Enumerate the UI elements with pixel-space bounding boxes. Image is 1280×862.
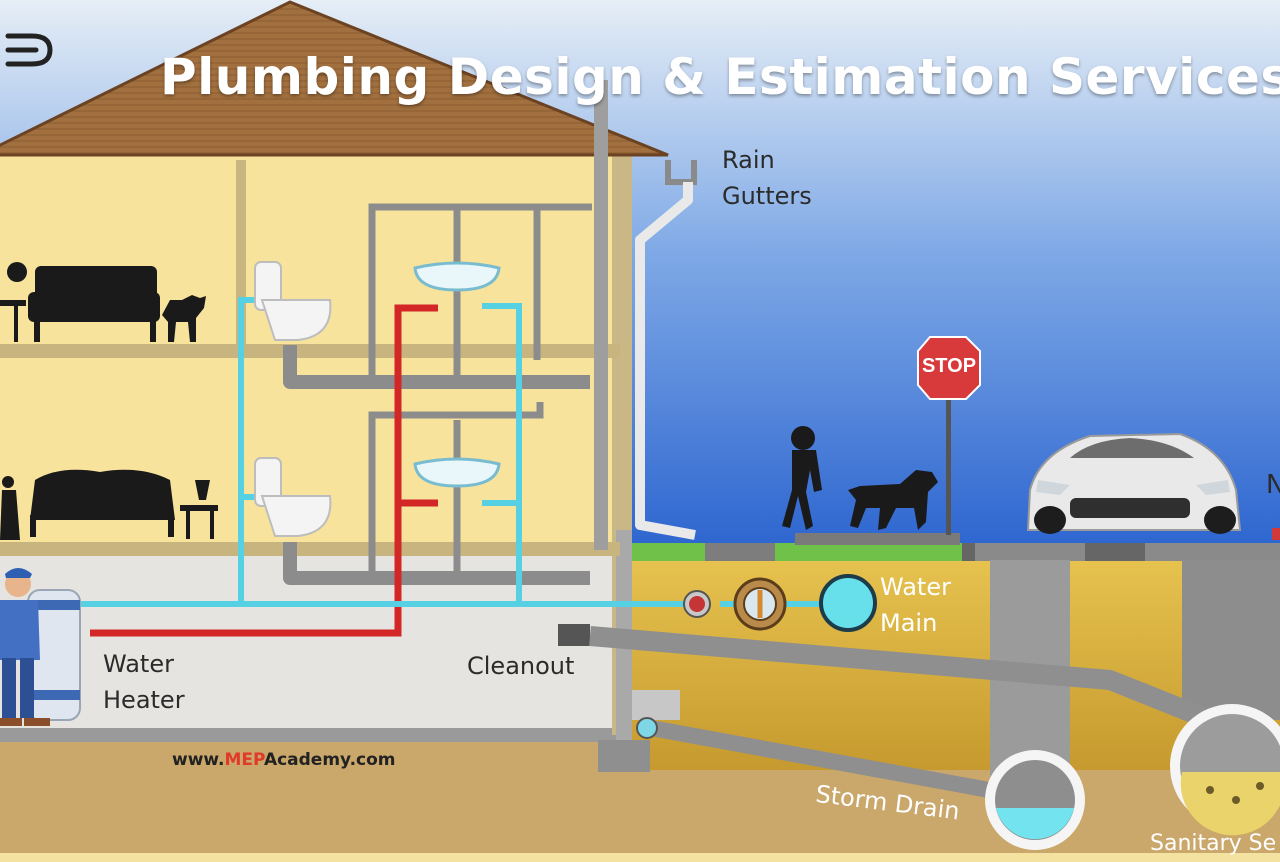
rain-gutter-icon: [665, 160, 697, 185]
stop-sign-pole: [946, 395, 951, 535]
floor-2: [0, 542, 620, 556]
hot-water-pipe: [90, 304, 438, 637]
water-main-label: Water Main: [880, 573, 951, 637]
floor-1: [0, 344, 620, 358]
water-heater-label: Water Heater: [103, 650, 185, 714]
page-title: Plumbing Design & Estimation Services: [160, 48, 1280, 106]
vent-stack: [594, 80, 608, 550]
brand-logo-icon[interactable]: [0, 22, 60, 72]
person-icon: [782, 426, 822, 530]
toilet-icon: [254, 261, 332, 537]
sewer-shaft: [1182, 560, 1280, 720]
water-main-icon: [819, 574, 877, 632]
dog-icon: [848, 470, 938, 530]
grass-strip: [632, 543, 962, 561]
website-link[interactable]: www.MEPAcademy.com: [172, 750, 396, 770]
sewer-line: [558, 624, 1214, 800]
downspout: [635, 182, 696, 540]
sanitary-sewer-icon: [1170, 704, 1280, 836]
storm-drain-icon: [985, 750, 1085, 850]
interior-wall: [236, 160, 246, 344]
dog-icon: [162, 295, 206, 342]
stop-sign-text: STOP: [921, 355, 977, 377]
stop-sign-shape: [917, 336, 981, 400]
cleanout-label: Cleanout: [467, 652, 575, 680]
rain-gutters-label: Rain Gutters: [722, 146, 812, 210]
sidewalk: [705, 543, 775, 561]
valve-icon: [683, 590, 711, 618]
curb: [795, 533, 960, 545]
plumber-icon: [0, 568, 50, 726]
drain-pipes: [283, 345, 590, 585]
roof: [0, 0, 669, 157]
partial-label: N: [1266, 470, 1280, 500]
water-meter-icon: [733, 577, 787, 631]
sink-icon: [413, 261, 501, 488]
sanitary-sewer-label: Sanitary Se: [1150, 831, 1277, 856]
foundation: [0, 728, 630, 742]
car-icon: [1026, 432, 1242, 534]
stop-sign: STOP: [918, 337, 980, 399]
furniture-silhouettes: [0, 262, 218, 540]
